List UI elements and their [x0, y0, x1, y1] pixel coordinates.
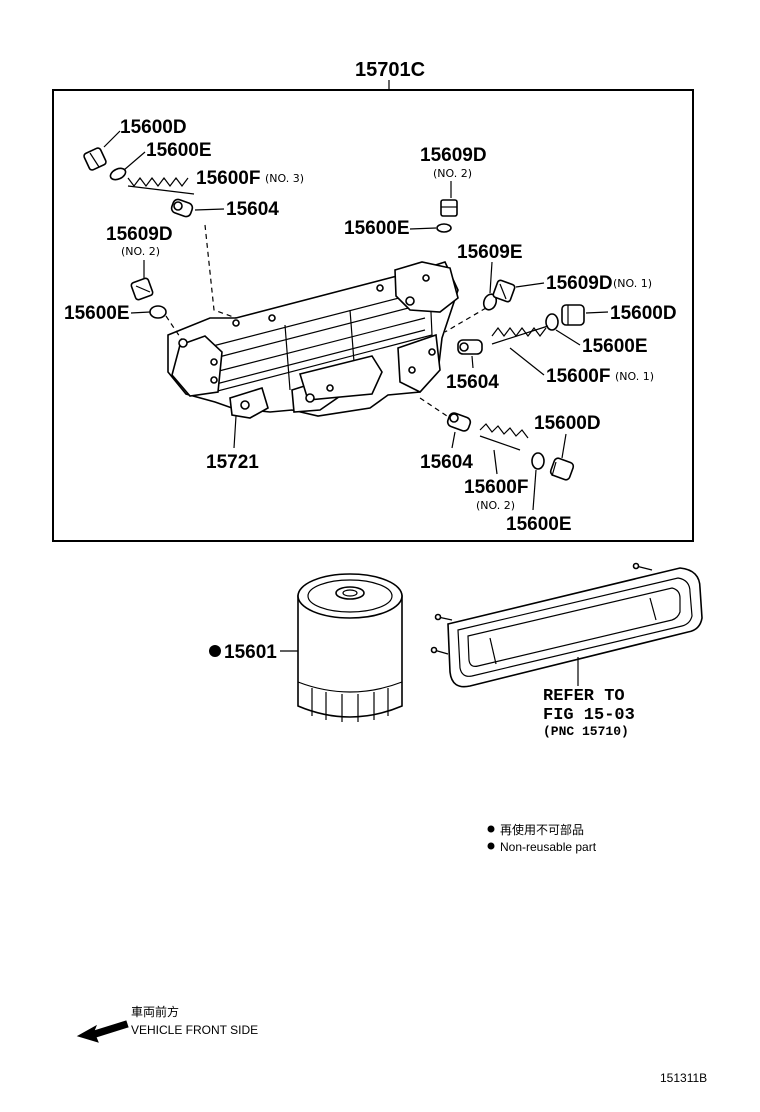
non-reusable-dot-filter — [209, 645, 221, 657]
gasket-right — [545, 313, 559, 331]
legend-dot-en — [487, 842, 495, 850]
legend-jp: 再使用不可部品 — [500, 822, 584, 837]
gasket-lower-label[interactable]: 15600E — [506, 514, 572, 535]
refer-line-2[interactable]: FIG 15-03 — [543, 706, 635, 725]
spring-lower-label[interactable]: 15600F — [464, 477, 528, 498]
gasket-lower — [531, 452, 545, 470]
gasket-top-left-label[interactable]: 15600E — [146, 140, 212, 161]
gasket-left — [149, 305, 167, 319]
refer-line-3: (PNC 15710) — [543, 724, 629, 739]
plug-left-number: (NO. 2) — [121, 245, 160, 258]
front-arrow-icon — [76, 1020, 129, 1043]
spring-right-label[interactable]: 15600F — [546, 366, 610, 387]
gasket-right-upper-label[interactable]: 15609E — [457, 242, 523, 263]
plug-right-upper-number: (NO. 1) — [613, 277, 652, 290]
plug-left — [130, 277, 154, 301]
valve-top-left — [170, 198, 194, 218]
spring-lower — [479, 423, 529, 451]
plug-top-left-label[interactable]: 15600D — [120, 117, 187, 138]
plug-right-label[interactable]: 15600D — [610, 303, 677, 324]
plug-top-center — [440, 199, 458, 217]
gasket-top-center-label[interactable]: 15600E — [344, 218, 410, 239]
oil-cooler-element — [430, 562, 703, 688]
valve-right-label[interactable]: 15604 — [446, 372, 499, 393]
spring-top-left-label[interactable]: 15600F — [196, 168, 260, 189]
legend-en: Non-reusable part — [500, 840, 597, 854]
gasket-right-label[interactable]: 15600E — [582, 336, 648, 357]
plug-right-upper — [492, 279, 516, 303]
plug-top-left — [83, 147, 107, 171]
valve-lower — [446, 412, 472, 432]
assembly-frame — [52, 89, 694, 542]
legend-dot-jp — [487, 825, 495, 833]
valve-right — [457, 339, 483, 355]
cover-label[interactable]: 15721 — [206, 452, 259, 473]
oil-cooler-body — [167, 261, 459, 419]
gasket-top-center — [436, 223, 452, 233]
gasket-left-label[interactable]: 15600E — [64, 303, 130, 324]
spring-right-number: (NO. 1) — [615, 370, 654, 383]
assembly-label[interactable]: 15701C — [355, 59, 425, 81]
filter-label[interactable]: 15601 — [224, 642, 277, 663]
plug-lower — [549, 457, 575, 481]
plug-top-center-label[interactable]: 15609D — [420, 145, 487, 166]
plug-left-label[interactable]: 15609D — [106, 224, 173, 245]
direction-jp: 車両前方 — [131, 1004, 179, 1019]
spring-top-left-number: (NO. 3) — [265, 172, 304, 185]
spring-lower-number: (NO. 2) — [476, 499, 515, 512]
plug-lower-label[interactable]: 15600D — [534, 413, 601, 434]
spring-top-left — [127, 177, 195, 195]
direction-en: VEHICLE FRONT SIDE — [131, 1023, 258, 1037]
oil-filter — [297, 573, 403, 722]
valve-top-left-label[interactable]: 15604 — [226, 199, 279, 220]
valve-lower-label[interactable]: 15604 — [420, 452, 473, 473]
refer-line-1[interactable]: REFER TO — [543, 687, 625, 706]
plug-right — [561, 304, 585, 326]
plug-right-upper-label[interactable]: 15609D — [546, 273, 613, 294]
spring-right — [491, 325, 549, 345]
figure-id: 151311B — [660, 1071, 707, 1085]
gasket-top-left — [109, 167, 127, 181]
plug-top-center-number: (NO. 2) — [433, 167, 472, 180]
